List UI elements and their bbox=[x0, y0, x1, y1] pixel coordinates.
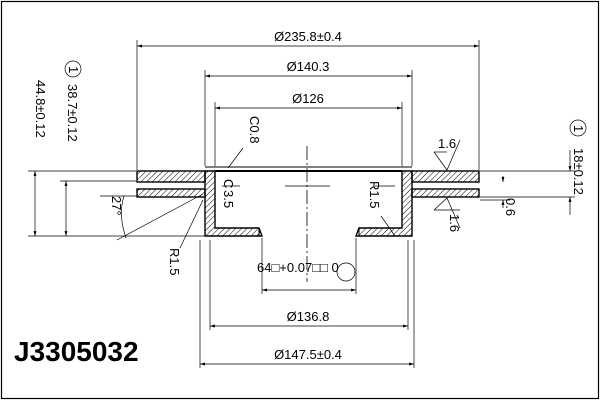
wall-thickness-label: 3.5 bbox=[221, 190, 236, 208]
roughness-bottom: 1.6 bbox=[433, 197, 462, 232]
hat-outside-diameter-label: Ø147.5±0.4 bbox=[274, 347, 342, 362]
hat-outer-diameter-label: Ø140.3 bbox=[287, 59, 330, 74]
friction-angle-label: 27° bbox=[109, 196, 124, 216]
total-height-label: 44.8±0.12 bbox=[33, 80, 48, 138]
pilot-diameter-label: Ø126 bbox=[292, 91, 324, 106]
radius-inner-label: R1.5 bbox=[167, 248, 182, 275]
datum-marker-right: 1 bbox=[571, 125, 586, 132]
hat-inner-diameter-label: Ø136.8 bbox=[287, 309, 330, 324]
svg-text:1.6: 1.6 bbox=[438, 136, 456, 151]
svg-text:1.6: 1.6 bbox=[447, 214, 462, 232]
chamfer-label: C0.8 bbox=[247, 116, 262, 143]
svg-text:C: C bbox=[221, 179, 236, 188]
roughness-top: 1.6 bbox=[433, 136, 461, 171]
hat-height-label: 38.7±0.12 bbox=[65, 84, 80, 142]
center-hole-label: 64□+0.07□□ 0 bbox=[257, 260, 339, 275]
runout-label: 0.6 bbox=[503, 198, 518, 216]
radius-outer-label: R1.5 bbox=[367, 181, 382, 208]
part-number: J3305032 bbox=[14, 336, 139, 367]
disc-thickness-label: 18±0.12 bbox=[571, 148, 586, 195]
datum-marker-left: 1 bbox=[66, 66, 81, 73]
outer-diameter-label: Ø235.8±0.4 bbox=[274, 29, 342, 44]
disc-section bbox=[136, 166, 480, 237]
